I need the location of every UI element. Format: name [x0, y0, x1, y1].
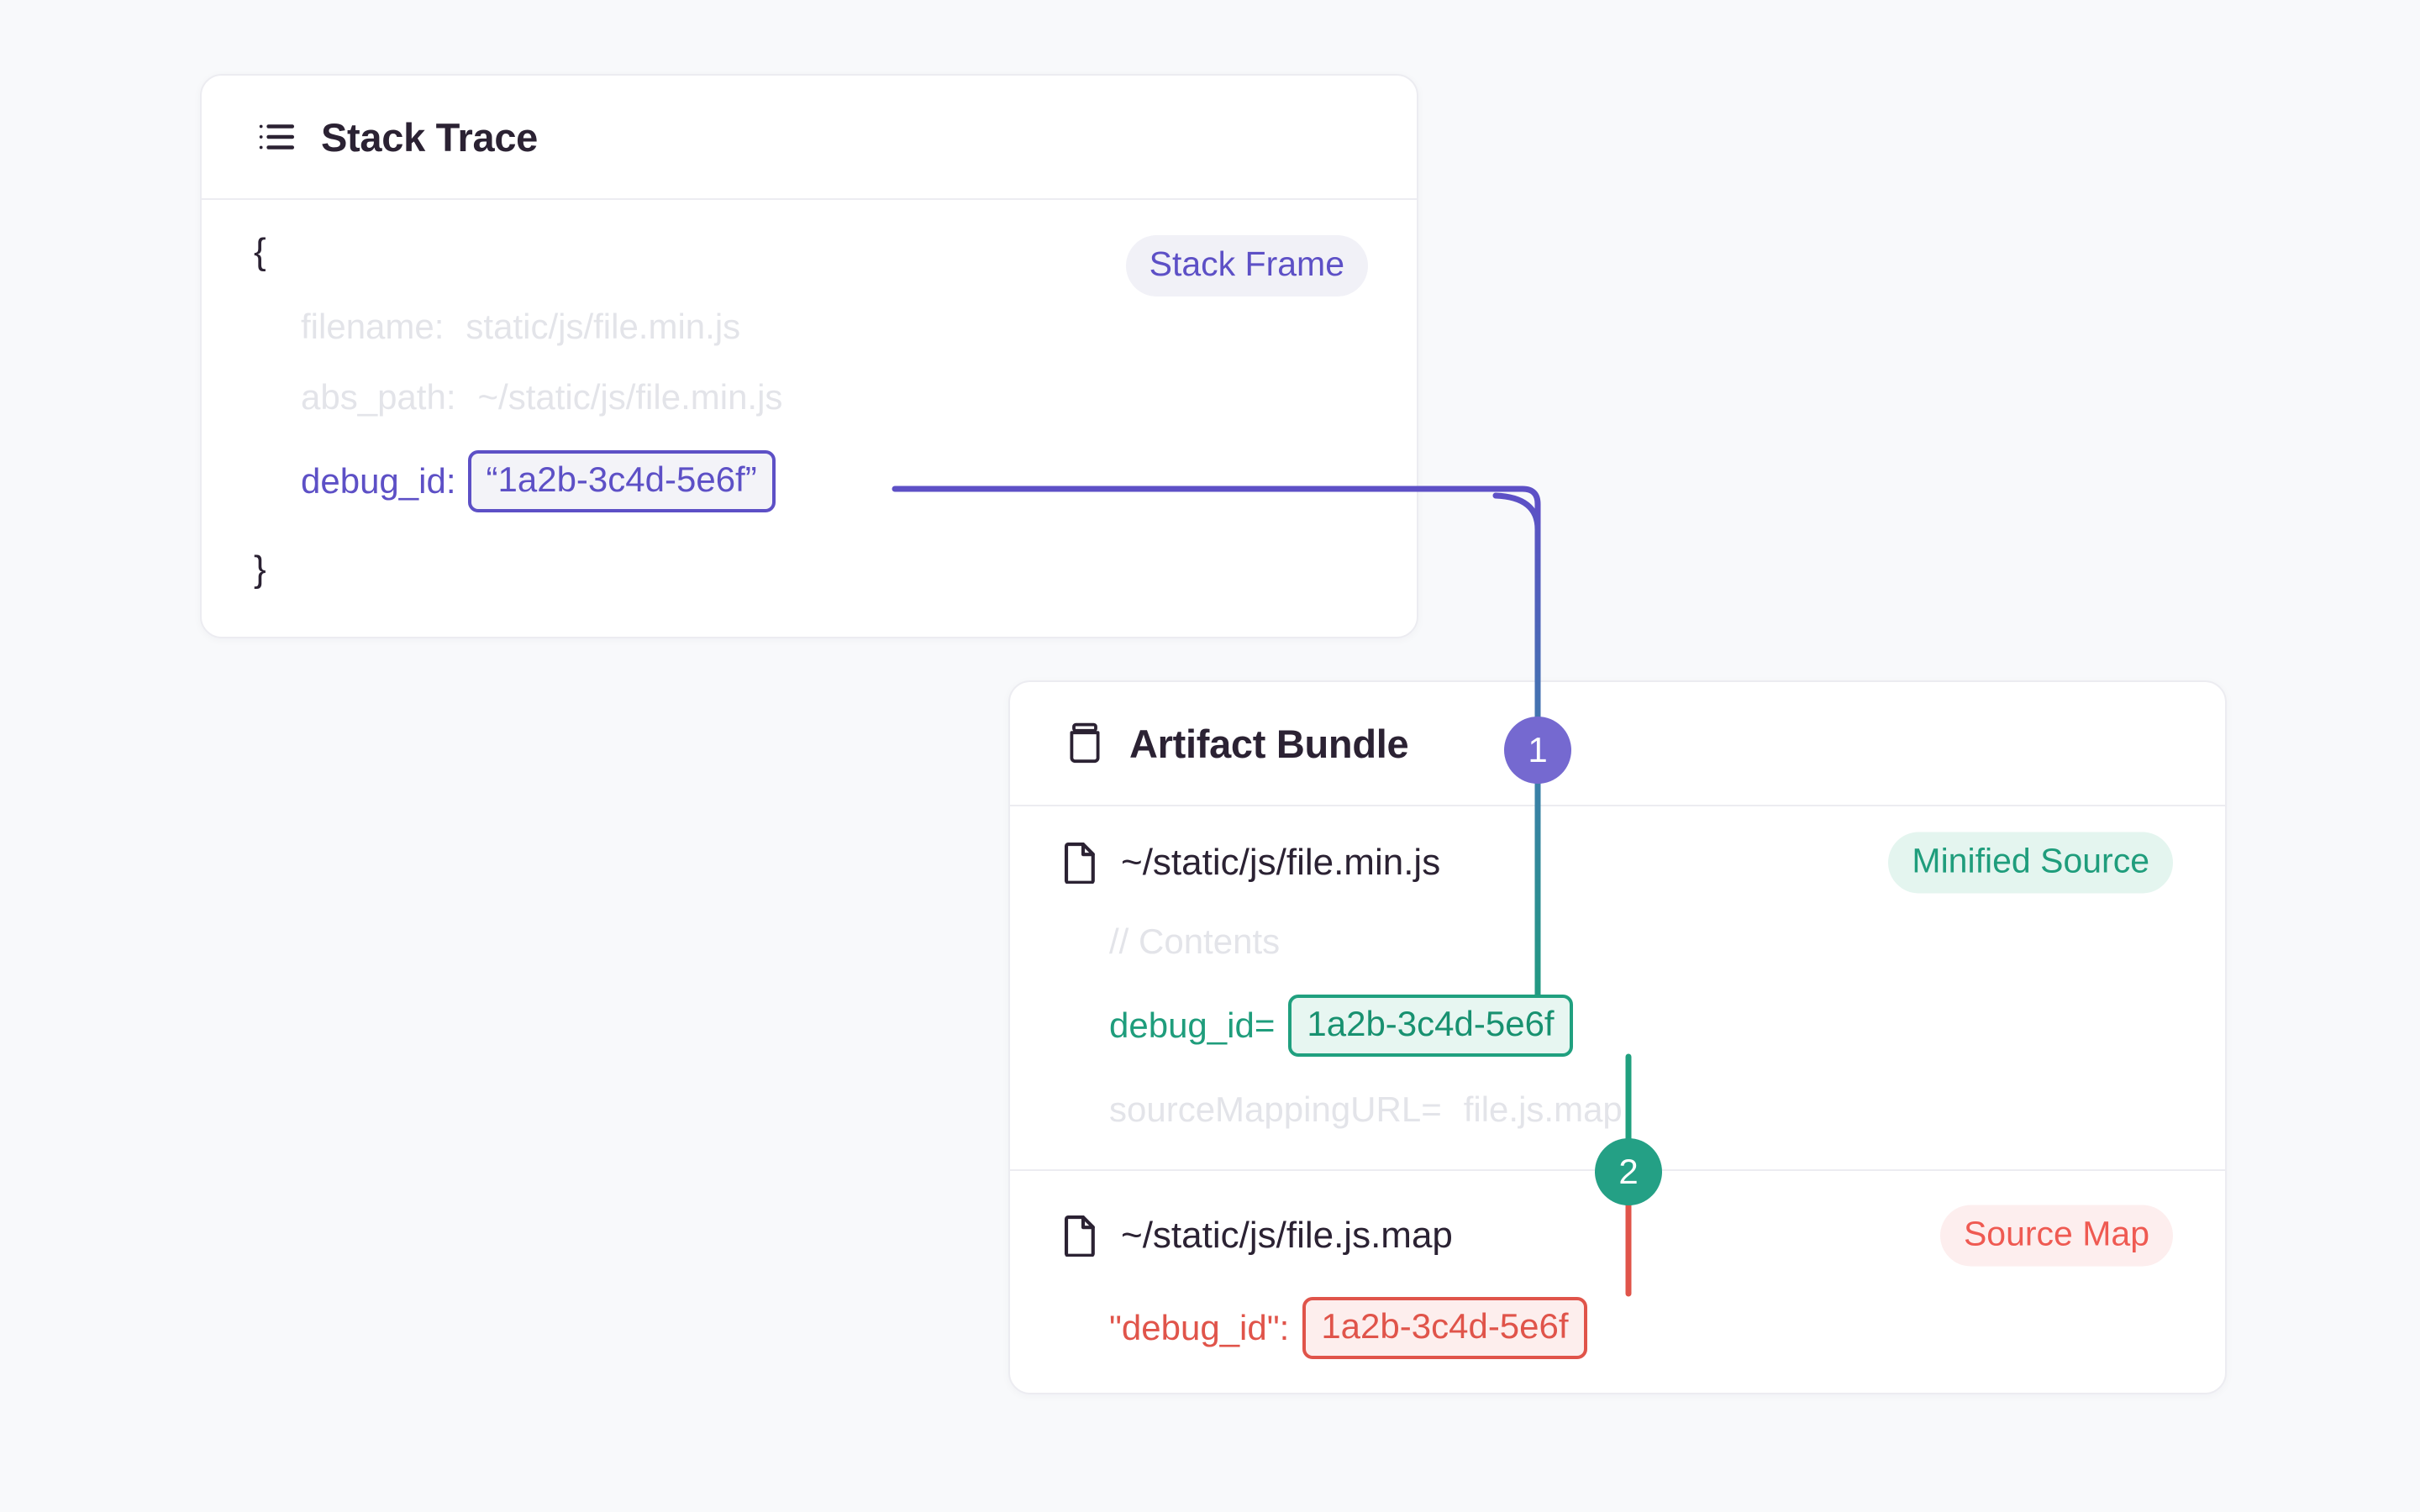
file-icon: [1062, 840, 1099, 885]
source-map-file-row[interactable]: ~/static/js/file.js.map Source Map: [1062, 1205, 2173, 1267]
artifact-bundle-body: ~/static/js/file.min.js Minified Source …: [1010, 806, 2225, 1398]
artifact-bundle-header: Artifact Bundle: [1010, 682, 2225, 806]
contents-comment: // Contents: [1109, 921, 1281, 961]
stack-frame-badge: Stack Frame: [1125, 235, 1368, 297]
source-mapping-url-line: sourceMappingURL= file.js.map: [1062, 1092, 2173, 1127]
source-mapping-url-key: sourceMappingURL=: [1109, 1089, 1442, 1129]
source-mapping-url-value: file.js.map: [1463, 1089, 1623, 1129]
artifact-bundle-card: Artifact Bundle ~/static/js/file.min.js …: [1008, 680, 2227, 1394]
minified-debug-id-value-box[interactable]: 1a2b-3c4d-5e6f: [1288, 995, 1573, 1057]
source-map-debug-id-line: "debug_id": 1a2b-3c4d-5e6f: [1062, 1297, 2173, 1359]
abs-path-key: abs_path:: [301, 377, 456, 417]
artifact-bundle-title: Artifact Bundle: [1129, 721, 1409, 766]
filename-line: filename: static/js/file.min.js: [254, 309, 1365, 344]
minified-debug-id-key: debug_id=: [1109, 1005, 1276, 1045]
filename-value: static/js/file.min.js: [466, 307, 741, 346]
open-brace: {: [254, 231, 266, 272]
abs-path-line: abs_path: ~/static/js/file.min.js: [254, 380, 1365, 415]
file-icon: [1062, 1213, 1099, 1258]
step-badge-1: 1: [1504, 717, 1571, 784]
archive-box-icon: [1062, 721, 1107, 766]
debug-id-key: debug_id:: [301, 461, 456, 501]
contents-comment-line: // Contents: [1062, 924, 2173, 959]
minified-source-badge: Minified Source: [1888, 832, 2173, 894]
minified-source-filename: ~/static/js/file.min.js: [1121, 842, 1441, 883]
source-map-debug-id-value-box[interactable]: 1a2b-3c4d-5e6f: [1302, 1297, 1587, 1359]
source-map-filename: ~/static/js/file.js.map: [1121, 1215, 1453, 1256]
source-map-badge: Source Map: [1939, 1205, 2173, 1267]
list-icon: [254, 114, 299, 160]
filename-key: filename:: [301, 307, 445, 346]
open-brace-line: {: [254, 234, 1365, 270]
minified-source-file-row[interactable]: ~/static/js/file.min.js Minified Source: [1062, 832, 2173, 894]
close-brace: }: [254, 549, 266, 590]
stack-trace-card: Stack Trace Stack Frame { filename: stat…: [200, 74, 1418, 638]
source-map-debug-id-key: "debug_id":: [1109, 1308, 1290, 1347]
debug-id-line: debug_id: “1a2b-3c4d-5e6f”: [254, 450, 1365, 512]
abs-path-value: ~/static/js/file.min.js: [477, 377, 783, 417]
minified-debug-id-line: debug_id= 1a2b-3c4d-5e6f: [1062, 995, 2173, 1057]
stack-trace-header: Stack Trace: [202, 76, 1417, 200]
debug-id-value-box[interactable]: “1a2b-3c4d-5e6f”: [467, 450, 776, 512]
close-brace-line: }: [254, 551, 1365, 588]
stack-trace-body: Stack Frame { filename: static/js/file.m…: [202, 200, 1417, 627]
stack-trace-title: Stack Trace: [321, 114, 538, 160]
step-badge-2: 2: [1595, 1138, 1662, 1205]
